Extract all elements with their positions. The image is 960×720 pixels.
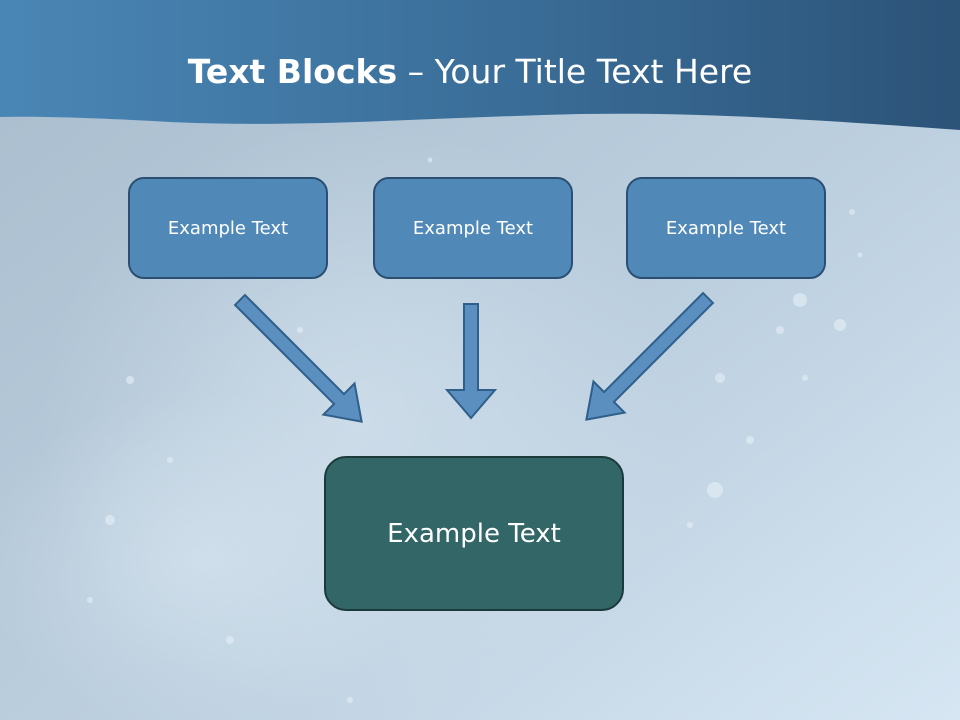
text-box-center-label: Example Text [412, 217, 534, 239]
water-splash-lower [0, 390, 420, 720]
text-box-center[interactable]: Example Text [373, 177, 573, 279]
result-box[interactable]: Example Text [324, 456, 624, 611]
text-box-left[interactable]: Example Text [128, 177, 328, 279]
title-rest: Your Title Text Here [434, 52, 753, 91]
text-box-right-label: Example Text [665, 217, 787, 239]
slide-title: Text Blocks – Your Title Text Here [0, 52, 940, 91]
title-bold: Text Blocks [187, 52, 398, 91]
result-box-label: Example Text [387, 518, 561, 549]
title-separator: – [397, 52, 435, 91]
arrow-center-down [444, 303, 498, 420]
arrow-left-diagonal [233, 293, 363, 423]
arrow-right-diagonal [585, 291, 715, 421]
header-band [0, 0, 960, 130]
text-box-left-label: Example Text [167, 217, 289, 239]
water-droplets [87, 157, 863, 703]
text-box-right[interactable]: Example Text [626, 177, 826, 279]
